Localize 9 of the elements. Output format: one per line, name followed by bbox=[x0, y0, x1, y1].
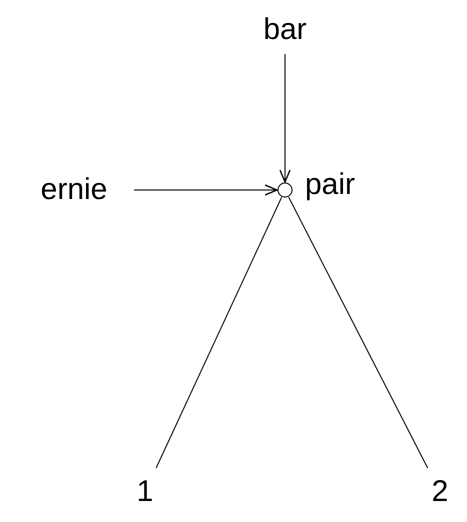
connector-line bbox=[288, 196, 428, 468]
node-label: ernie bbox=[18, 170, 130, 210]
node-label: bar bbox=[250, 10, 320, 50]
arrow bbox=[134, 184, 278, 196]
node-caption: pair bbox=[305, 170, 356, 200]
node-label: 1 bbox=[130, 472, 160, 512]
arrow bbox=[279, 54, 291, 183]
connector-line bbox=[156, 196, 282, 468]
node-label: 2 bbox=[425, 472, 455, 512]
